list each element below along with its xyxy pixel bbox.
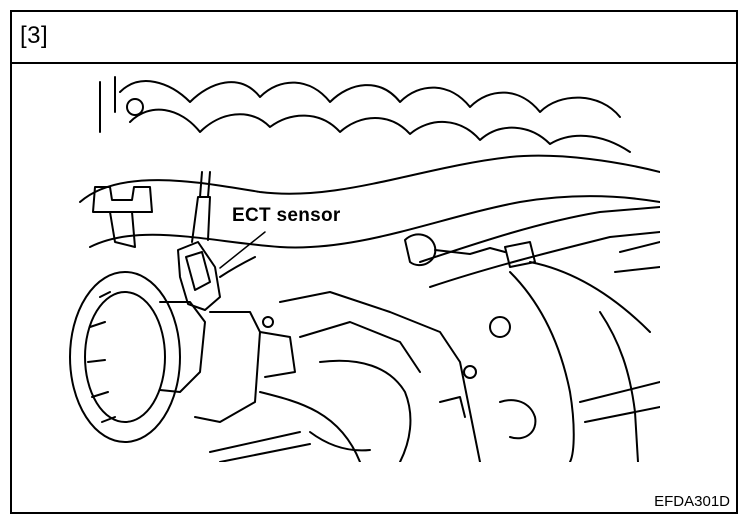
- ect-sensor-callout: ECT sensor: [232, 205, 341, 226]
- engine-illustration: [69, 76, 660, 462]
- step-number-label: [3]: [20, 22, 49, 49]
- figure-header: [3]: [12, 12, 736, 64]
- figure-frame: [3]: [10, 10, 738, 514]
- intake-manifold: [119, 80, 621, 118]
- alternator: [69, 271, 181, 443]
- figure-code: EFDA301D: [654, 493, 730, 510]
- upper-hose: [79, 154, 660, 203]
- engine-housing: [279, 291, 481, 462]
- ect-sensor: [177, 241, 221, 311]
- callout-leader-line: [219, 231, 266, 269]
